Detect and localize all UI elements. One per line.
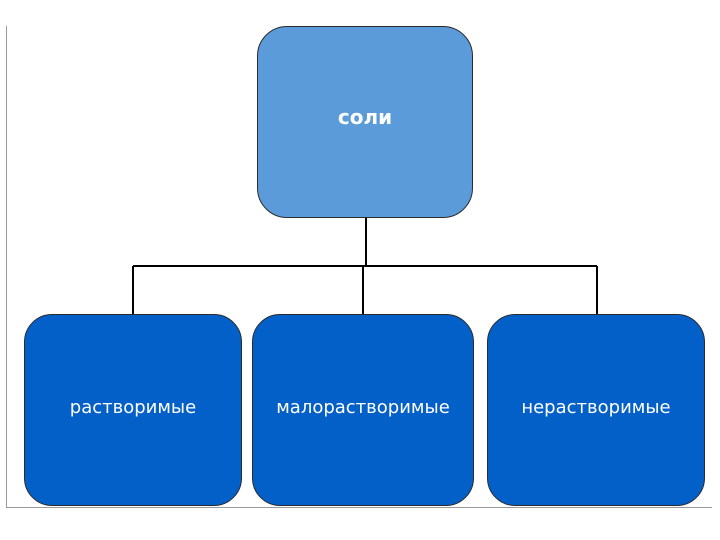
node-salts: соли	[257, 26, 473, 218]
slide-frame	[6, 26, 712, 508]
node-slightly-soluble: малорастворимые	[252, 314, 474, 506]
node-soluble: растворимые	[24, 314, 242, 506]
node-salts-label: соли	[337, 105, 393, 129]
node-slightly-soluble-label: малорастворимые	[276, 396, 450, 418]
node-soluble-label: растворимые	[69, 396, 197, 418]
node-insoluble: нерастворимые	[487, 314, 705, 506]
node-insoluble-label: нерастворимые	[521, 396, 671, 418]
